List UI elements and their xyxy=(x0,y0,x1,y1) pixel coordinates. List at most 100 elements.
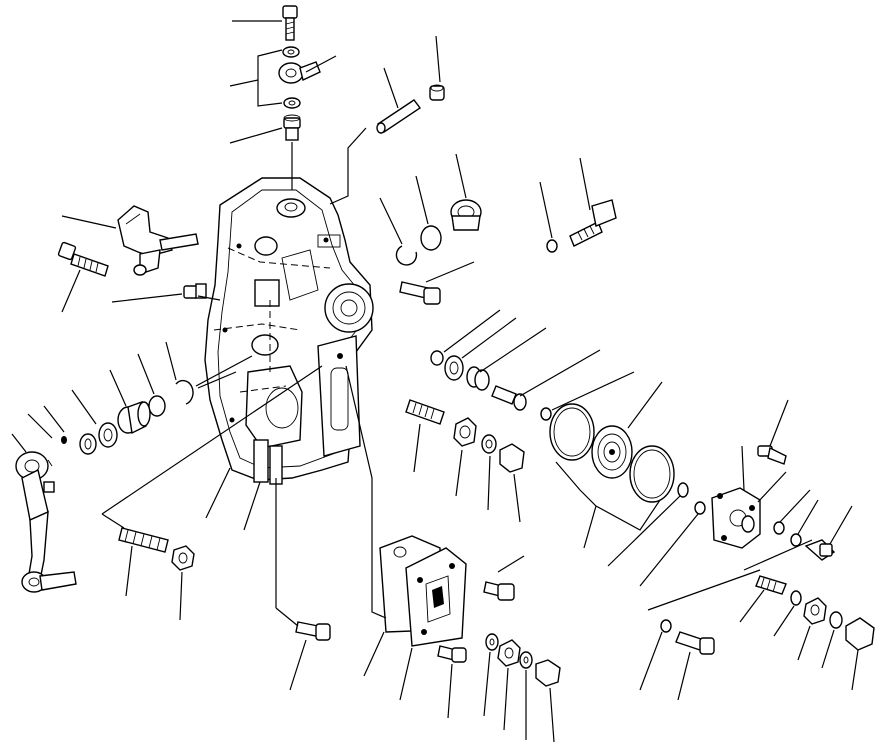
washer-right-5 xyxy=(829,611,843,629)
leader-line xyxy=(851,649,859,691)
bolt-right-top xyxy=(757,445,787,465)
leader-line xyxy=(739,589,765,623)
small-washer-upper xyxy=(546,239,558,253)
leader-line xyxy=(647,569,761,611)
leader-line xyxy=(455,153,467,199)
leader-line xyxy=(487,455,491,511)
small-bolt-housing xyxy=(183,283,207,299)
stud-right xyxy=(755,575,787,595)
leader-line xyxy=(229,127,283,144)
small-ball xyxy=(61,436,67,444)
hex-nut-right xyxy=(803,597,827,625)
leader-line xyxy=(483,651,491,717)
stud-mid xyxy=(405,399,445,425)
leader-line xyxy=(101,513,125,529)
hex-nut-mid xyxy=(453,417,477,447)
leader-line xyxy=(179,571,183,621)
leader-line xyxy=(109,369,127,407)
leader-line xyxy=(11,433,27,453)
leader-line xyxy=(829,505,853,545)
leader-line xyxy=(639,631,663,691)
leader-line xyxy=(769,399,789,447)
leader-line xyxy=(27,413,53,439)
o-ring-upper xyxy=(420,225,442,251)
leader-line xyxy=(345,365,387,619)
main-housing xyxy=(204,177,374,485)
leader-line xyxy=(275,607,299,627)
leader-line xyxy=(197,371,237,389)
washer-left-large xyxy=(98,422,118,448)
leader-line xyxy=(639,513,699,587)
hex-nut-lower xyxy=(171,545,195,571)
leader-line xyxy=(773,605,795,637)
leader-line xyxy=(229,49,283,87)
leader-line xyxy=(413,423,421,473)
washer-mid-1 xyxy=(430,350,444,366)
leader-line xyxy=(443,309,501,353)
crank-lever xyxy=(15,451,77,593)
screw-mid xyxy=(491,385,527,411)
leader-line xyxy=(551,371,635,411)
leader-line xyxy=(797,625,811,661)
leader-line xyxy=(101,365,323,515)
diaphragm-ring-1 xyxy=(549,403,595,461)
leader-line xyxy=(195,355,253,387)
leader-line xyxy=(757,471,787,503)
leader-line xyxy=(743,539,813,571)
leader-line xyxy=(479,327,547,373)
long-stud-lower xyxy=(118,527,169,553)
leader-line xyxy=(677,651,691,701)
bolt-bracket-low xyxy=(437,645,467,663)
leader-lines xyxy=(11,20,859,743)
bolt-mid-upper xyxy=(399,281,441,305)
leader-line xyxy=(197,295,221,301)
leader-line xyxy=(125,545,133,597)
banjo-fitting xyxy=(278,61,321,84)
leader-line xyxy=(579,157,591,211)
diaphragm-ring-2 xyxy=(629,445,675,503)
small-washer-mid xyxy=(540,407,552,421)
cover-plug xyxy=(450,199,482,231)
washer-right-3 xyxy=(790,533,802,547)
leader-line xyxy=(519,349,601,397)
diaphragm xyxy=(591,425,633,479)
leader-line xyxy=(111,293,183,303)
washer-right-2 xyxy=(773,521,785,535)
leader-line xyxy=(583,505,597,549)
leader-line xyxy=(425,261,475,283)
snap-ring-upper xyxy=(395,245,418,266)
bolt-lower-center xyxy=(295,621,331,641)
bolt-upper-right xyxy=(569,199,617,247)
leader-line xyxy=(435,35,441,83)
washer-left-med xyxy=(79,433,97,455)
leader-line xyxy=(257,80,283,107)
leader-line xyxy=(497,555,525,573)
small-cap-nut xyxy=(429,84,445,101)
cap-right xyxy=(845,617,875,651)
upper-lever-bracket xyxy=(117,205,199,276)
leader-line xyxy=(205,467,231,519)
leader-line xyxy=(399,647,413,701)
bolt-right-low xyxy=(675,631,715,655)
spacer-mid xyxy=(466,366,490,391)
washer-mid-2 xyxy=(444,355,464,381)
bushing-left xyxy=(117,401,151,435)
washer-bracket-1 xyxy=(485,633,499,651)
leader-line xyxy=(363,631,385,677)
leader-line xyxy=(383,67,399,109)
washer-mid-3 xyxy=(481,434,497,454)
leader-line xyxy=(607,495,681,567)
bolt-bracket xyxy=(483,581,515,601)
leader-line xyxy=(821,629,835,669)
leader-line xyxy=(329,127,367,205)
small-ring-right xyxy=(660,619,672,633)
leader-line xyxy=(447,663,453,719)
leader-line xyxy=(137,353,155,395)
leader-line xyxy=(243,481,261,531)
top-washer-1 xyxy=(282,46,300,58)
leader-line xyxy=(627,381,663,429)
leader-line xyxy=(43,405,65,433)
o-ring-left xyxy=(148,395,166,417)
snap-ring-left xyxy=(175,379,194,405)
